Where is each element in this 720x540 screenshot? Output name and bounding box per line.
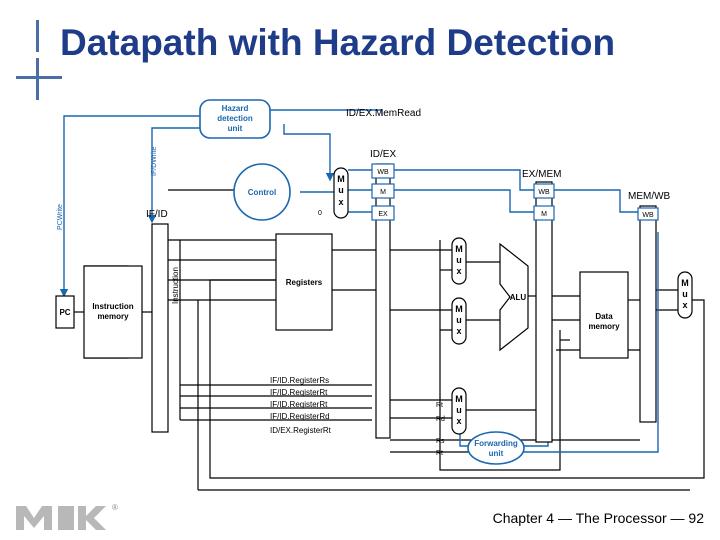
imem-label-1: Instruction	[92, 302, 133, 311]
exmem-m: M	[541, 211, 547, 218]
fwd-label-1: Forwarding	[474, 439, 518, 448]
control-mux-u: u	[338, 185, 344, 195]
slide-title: Datapath with Hazard Detection	[60, 22, 616, 63]
memwb-label: MEM/WB	[628, 191, 671, 202]
title-accent-bar-vertical	[36, 20, 39, 52]
mux-b-u: u	[456, 315, 462, 325]
hazard-label-2: detection	[217, 114, 253, 123]
ifid-register	[151, 223, 169, 433]
fwd-rt2: Rt	[436, 450, 443, 457]
svg-text:®: ®	[112, 503, 118, 512]
mux-a-u: u	[456, 255, 462, 265]
ifdwrite-label: IF/DWrite	[151, 146, 158, 176]
ifid-label: IF/ID	[146, 209, 168, 220]
idex-register	[375, 163, 391, 439]
title-accent-bar-horizontal	[16, 76, 62, 79]
alu-b-mux	[451, 297, 467, 345]
control-unit	[233, 163, 291, 221]
alu	[499, 242, 529, 352]
sig-rt1: IF/ID.RegisterRt	[270, 388, 328, 397]
mk-logo: ®	[16, 503, 118, 530]
data-memory	[579, 271, 629, 359]
registers-label: Registers	[286, 278, 323, 287]
control-mux-m: M	[337, 174, 345, 184]
control-mux-x: x	[338, 197, 343, 207]
pcwrite-label: PCWrite	[57, 204, 64, 230]
memwb-register	[639, 205, 657, 423]
idex-label: ID/EX	[370, 149, 396, 160]
mux-c-m: M	[455, 394, 463, 404]
mux-c-x: x	[456, 416, 461, 426]
title-accent-bar-vertical-lower	[36, 58, 39, 100]
hazard-label-1: Hazard	[222, 104, 249, 113]
exmem-wb: WB	[538, 189, 550, 196]
imem-label-2: memory	[97, 312, 129, 321]
control-mux	[333, 167, 349, 219]
idex-m: M	[380, 189, 386, 196]
sig-rs: IF/ID.RegisterRs	[270, 376, 329, 385]
hazard-label-3: unit	[228, 124, 243, 133]
pipeline-registers	[151, 163, 659, 443]
dmem-label-2: memory	[588, 322, 620, 331]
dmem-label-1: Data	[595, 312, 613, 321]
pc-label: PC	[59, 308, 70, 317]
mux-wb-u: u	[682, 289, 688, 299]
regdst-mux	[451, 387, 467, 435]
sig-rd: IF/ID.RegisterRd	[270, 412, 330, 421]
fwd-rs: Rs	[436, 438, 445, 445]
memwb-wb: WB	[642, 212, 654, 219]
mux-b-m: M	[455, 304, 463, 314]
mux-a-x: x	[456, 266, 461, 276]
pc-register	[55, 295, 75, 329]
memread-label: ID/EX.MemRead	[346, 108, 421, 119]
hazard-detection-unit	[199, 99, 271, 139]
zero-label: 0	[318, 210, 322, 217]
sig-rt2: IF/ID.RegisterRt	[270, 400, 328, 409]
idex-wb: WB	[377, 169, 389, 176]
idex-ex: EX	[378, 211, 388, 218]
mux-b-x: x	[456, 326, 461, 336]
forwarding-unit	[467, 431, 525, 465]
sig-idex-rt: ID/EX.RegisterRt	[270, 426, 332, 435]
mux-wb-m: M	[681, 278, 689, 288]
fwd-rt: Rt	[436, 402, 443, 409]
exmem-label: EX/MEM	[522, 169, 561, 180]
writeback-mux	[677, 271, 693, 319]
mux-a-m: M	[455, 244, 463, 254]
slide-footer: Chapter 4 — The Processor — 92	[492, 510, 704, 526]
exmem-register	[535, 181, 553, 443]
control-label: Control	[248, 188, 276, 197]
alu-a-mux	[451, 237, 467, 285]
fwd-label-2: unit	[489, 449, 504, 458]
fwd-rd: Rd	[436, 416, 445, 423]
register-file	[275, 233, 333, 331]
alu-label: ALU	[510, 293, 527, 302]
instruction-memory	[83, 265, 143, 359]
mux-wb-x: x	[682, 300, 687, 310]
instruction-label: Instruction	[171, 267, 180, 304]
mux-c-u: u	[456, 405, 462, 415]
